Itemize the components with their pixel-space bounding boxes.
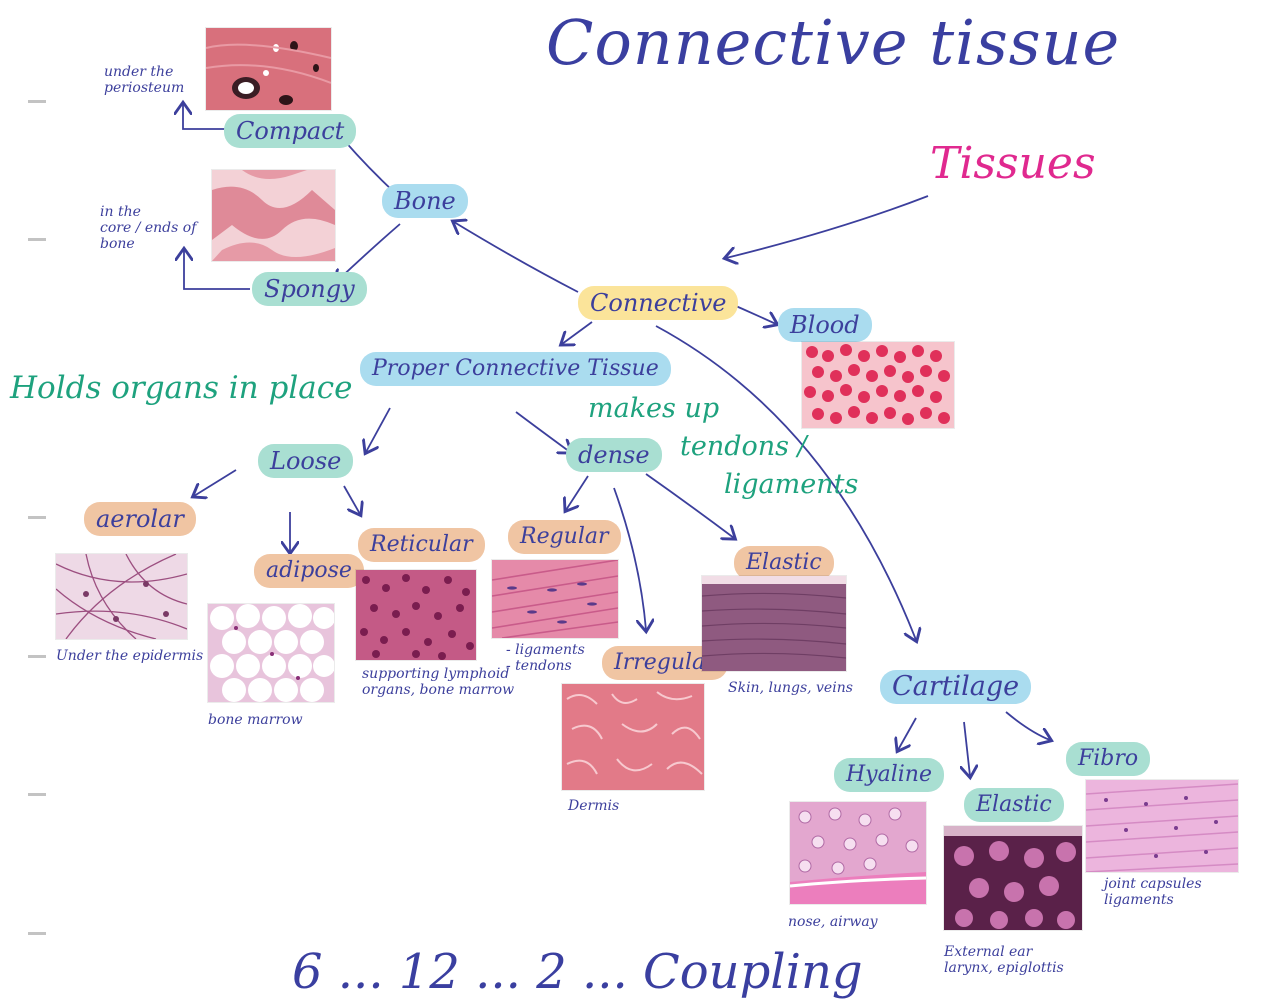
node-compact: Compact bbox=[224, 114, 357, 148]
note-ear: External ear larynx, epiglottis bbox=[944, 944, 1064, 976]
fibro-cartilage-image bbox=[1086, 780, 1238, 872]
arrow-cartilage-hyaline bbox=[898, 717, 917, 750]
tissues-label: Tissues bbox=[930, 138, 1096, 189]
note-line: - ligaments bbox=[506, 642, 585, 658]
node-elastic-cartilage: Elastic bbox=[964, 788, 1064, 822]
arrow-dense-elastic bbox=[645, 473, 734, 538]
note-core: in the core / ends of bone bbox=[100, 204, 196, 252]
arrow-tissues-connective bbox=[726, 195, 929, 258]
adipose-image bbox=[208, 604, 334, 702]
node-blood: Blood bbox=[778, 308, 872, 342]
node-regular: Regular bbox=[508, 520, 621, 554]
arrow-dense-irregular bbox=[613, 487, 646, 630]
node-proper-connective: Proper Connective Tissue bbox=[360, 352, 671, 386]
note-line: - tendons bbox=[506, 658, 572, 674]
node-cartilage: Cartilage bbox=[880, 670, 1032, 704]
arrow-connective-proper bbox=[562, 321, 593, 344]
node-loose: Loose bbox=[258, 444, 354, 478]
note-skin: Skin, lungs, veins bbox=[728, 680, 853, 696]
margin-dash bbox=[28, 100, 46, 103]
regular-dense-image bbox=[492, 560, 618, 638]
note-line: larynx, epiglottis bbox=[944, 960, 1064, 976]
note-line: core / ends of bbox=[100, 220, 197, 236]
note-line: ligaments bbox=[724, 469, 859, 500]
elastic-cartilage-image bbox=[944, 826, 1082, 930]
arrow-spongy-core bbox=[184, 250, 250, 290]
note-holds-organs: Holds organs in place bbox=[10, 370, 353, 406]
hyaline-image bbox=[790, 802, 926, 904]
node-bone: Bone bbox=[382, 184, 468, 218]
margin-dash bbox=[28, 238, 46, 241]
note-line: periosteum bbox=[104, 80, 185, 96]
page-title: Connective tissue bbox=[546, 6, 1121, 79]
blood-image bbox=[802, 342, 954, 428]
arrow-loose-reticular bbox=[343, 485, 360, 514]
note-line: tendons / bbox=[680, 431, 807, 462]
node-spongy: Spongy bbox=[252, 272, 367, 306]
arrow-cartilage-fibro bbox=[1005, 711, 1050, 740]
note-bone-marrow: bone marrow bbox=[208, 712, 303, 728]
margin-dash bbox=[28, 655, 46, 658]
arrow-compact-periosteum bbox=[183, 104, 226, 130]
note-line: organs, bone marrow bbox=[362, 682, 515, 698]
node-connective: Connective bbox=[578, 286, 739, 320]
node-adipose: adipose bbox=[254, 554, 364, 588]
note-ligaments-tendons: - ligaments - tendons bbox=[506, 642, 585, 674]
irregular-dense-image bbox=[562, 684, 704, 790]
note-line: in the bbox=[100, 204, 141, 220]
arrow-cartilage-elastic bbox=[964, 721, 970, 776]
note-line: ligaments bbox=[1104, 892, 1174, 908]
margin-dash bbox=[28, 516, 46, 519]
reticular-image bbox=[356, 570, 476, 660]
note-line: External ear bbox=[944, 944, 1033, 960]
arrow-loose-areolar bbox=[194, 469, 237, 496]
arrow-proper-dense bbox=[515, 411, 570, 452]
node-dense: dense bbox=[566, 438, 662, 472]
node-elastic-dense: Elastic bbox=[734, 546, 834, 580]
note-line: joint capsules bbox=[1104, 876, 1202, 892]
note-line: bone bbox=[100, 236, 135, 252]
node-fibro: Fibro bbox=[1066, 742, 1151, 776]
note-nose: nose, airway bbox=[788, 914, 878, 930]
node-reticular: Reticular bbox=[358, 528, 485, 562]
note-periosteum: under the periosteum bbox=[104, 64, 184, 96]
node-areolar: aerolar bbox=[84, 502, 196, 536]
note-line: makes up bbox=[588, 393, 720, 424]
spongy-bone-image bbox=[212, 170, 335, 261]
note-line: under the bbox=[104, 64, 174, 80]
areolar-image bbox=[56, 554, 187, 639]
arrow-proper-loose bbox=[366, 407, 391, 452]
note-line: supporting lymphoid bbox=[362, 666, 510, 682]
node-hyaline: Hyaline bbox=[834, 758, 944, 792]
bottom-partial-heading: 6 ... 12 ... 2 ... Coupling bbox=[292, 944, 863, 1000]
arrow-connective-bone bbox=[454, 222, 579, 293]
note-epidermis: Under the epidermis bbox=[56, 648, 204, 664]
note-joint: joint capsules ligaments bbox=[1104, 876, 1202, 908]
note-dermis: Dermis bbox=[568, 798, 620, 814]
note-makes-up: makes up tendons / ligaments bbox=[588, 390, 858, 504]
margin-dash bbox=[28, 793, 46, 796]
arrow-connective-cartilage bbox=[655, 325, 916, 640]
compact-bone-image bbox=[206, 28, 331, 110]
note-lymphoid: supporting lymphoid organs, bone marrow bbox=[362, 666, 514, 698]
elastic-dense-image bbox=[702, 576, 846, 671]
arrow-dense-regular bbox=[566, 475, 589, 510]
margin-dash bbox=[28, 932, 46, 935]
